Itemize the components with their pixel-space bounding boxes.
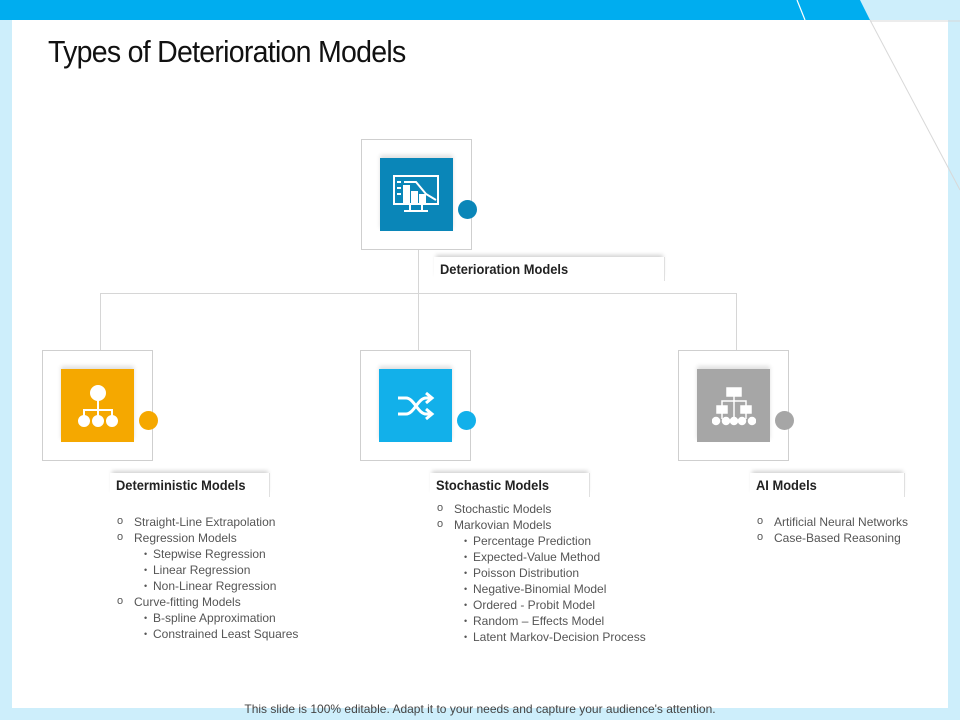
deterministic-node <box>42 350 153 461</box>
stochastic-label-text: Stochastic Models <box>436 477 550 493</box>
ai-list: Artificial Neural NetworksCase-Based Rea… <box>757 513 908 546</box>
deterministic-dot <box>139 411 158 430</box>
stochastic-dot <box>457 411 476 430</box>
connector <box>100 293 101 350</box>
footer-note: This slide is 100% editable. Adapt it to… <box>244 702 716 716</box>
list-item: Linear Regression <box>117 562 298 578</box>
list-item: Constrained Least Squares <box>117 626 298 642</box>
deterministic-list: Straight-Line ExtrapolationRegression Mo… <box>117 513 298 642</box>
list-item: Stochastic Models <box>437 500 646 517</box>
shuffle-icon <box>379 369 452 442</box>
root-label: Deterioration Models <box>434 257 665 281</box>
connector <box>100 293 737 294</box>
deterministic-label-text: Deterministic Models <box>116 477 246 493</box>
list-item: Regression Models <box>117 529 298 546</box>
root-node <box>361 139 472 250</box>
ai-label: AI Models <box>750 473 905 497</box>
list-item: Artificial Neural Networks <box>757 513 908 530</box>
list-item: Percentage Prediction <box>437 533 646 549</box>
hierarchy-icon <box>61 369 134 442</box>
page-title: Types of Deterioration Models <box>48 34 406 69</box>
list-item: Random – Effects Model <box>437 613 646 629</box>
top-banner <box>0 0 870 20</box>
list-item: Straight-Line Extrapolation <box>117 513 298 530</box>
list-item: Poisson Distribution <box>437 565 646 581</box>
list-item: B-spline Approximation <box>117 610 298 626</box>
list-item: Stepwise Regression <box>117 546 298 562</box>
deterministic-label: Deterministic Models <box>110 473 270 497</box>
root-dot <box>458 200 477 219</box>
list-item: Curve-fitting Models <box>117 593 298 610</box>
list-item: Expected-Value Method <box>437 549 646 565</box>
list-item: Markovian Models <box>437 516 646 533</box>
connector <box>736 293 737 350</box>
list-item: Ordered - Probit Model <box>437 597 646 613</box>
stochastic-list: Stochastic ModelsMarkovian ModelsPercent… <box>437 500 646 645</box>
list-item: Latent Markov-Decision Process <box>437 629 646 645</box>
connector <box>418 249 419 350</box>
stochastic-label: Stochastic Models <box>430 473 590 497</box>
stochastic-node <box>360 350 471 461</box>
org-chart-icon <box>697 369 770 442</box>
decorative-line <box>869 19 960 191</box>
ai-dot <box>775 411 794 430</box>
ai-label-text: AI Models <box>756 477 817 493</box>
root-label-text: Deterioration Models <box>440 261 569 277</box>
monitor-chart-down-icon <box>380 158 453 231</box>
list-item: Non-Linear Regression <box>117 578 298 594</box>
list-item: Negative-Binomial Model <box>437 581 646 597</box>
ai-node <box>678 350 789 461</box>
list-item: Case-Based Reasoning <box>757 529 908 546</box>
